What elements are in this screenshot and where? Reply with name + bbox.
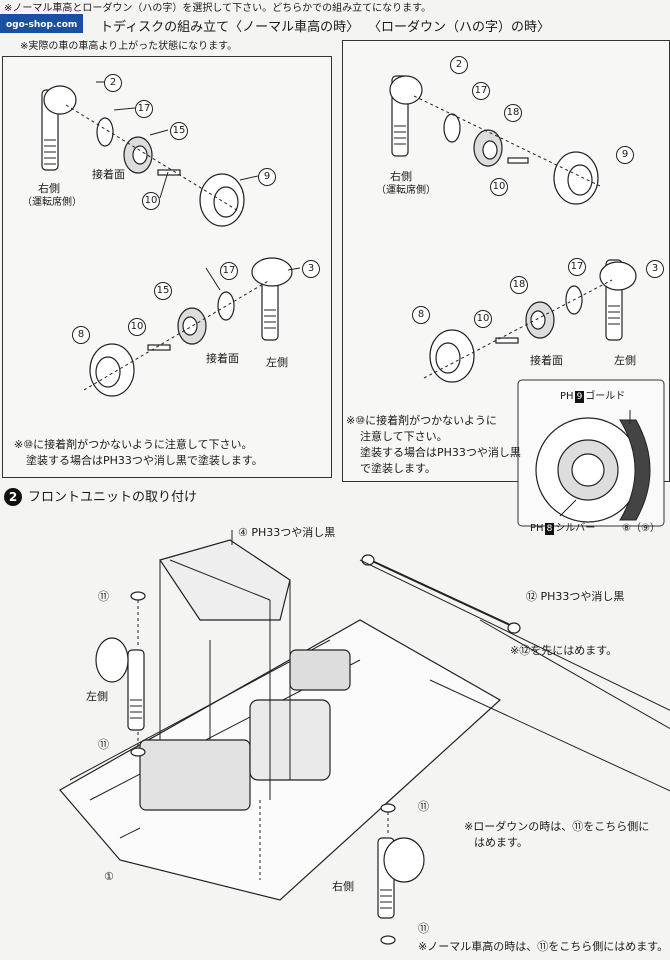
lowdown-note-2: はめます。 xyxy=(474,836,528,849)
left-note-line1: ※⑩に接着剤がつかないように注意して下さい。 xyxy=(14,438,253,451)
right-note-line4: で塗装します。 xyxy=(360,462,436,475)
r-right-side-label: 右側 xyxy=(390,170,412,183)
part-9-label: 9 xyxy=(258,168,276,186)
color-reference-box xyxy=(517,379,665,527)
adhesive-face-label: 接着面 xyxy=(92,168,125,181)
step2-left-label: 左側 xyxy=(86,690,108,703)
normal-height-note: ※ノーマル車高の時は、⑪をこちら側にはめます。 xyxy=(418,940,669,953)
right-top-assembly xyxy=(389,75,601,205)
right-note-line2: 注意して下さい。 xyxy=(360,430,448,443)
r-adhesive-face-label: 接着面 xyxy=(530,354,563,367)
part-3-label: 3 xyxy=(302,260,320,278)
part11-mid-label: ⑪ xyxy=(98,738,109,751)
right-side-label: 右側 xyxy=(38,182,60,195)
part12-paint-label: ⑫ PH33つや消し黒 xyxy=(526,590,625,603)
step2-right-label: 右側 xyxy=(332,880,354,893)
r-part-9-label: 9 xyxy=(616,146,634,164)
step2-title: フロントユニットの取り付け xyxy=(28,490,198,505)
r-part-18-label: 18 xyxy=(504,104,522,122)
section1-right-title: 〈ローダウン（ハの字）の時〉 xyxy=(368,20,551,35)
part-17b-label: 17 xyxy=(220,262,238,280)
right-bottom-assembly xyxy=(423,259,637,383)
step2-heading: 2 フロントユニットの取り付け xyxy=(4,486,197,506)
part4-paint-label: ④ PH33つや消し黒 xyxy=(238,526,336,539)
step2-number: 2 xyxy=(4,487,22,506)
top-note: ※ノーマル車高とローダウン（ハの字）を選択して下さい。どちらかでの組み立てになり… xyxy=(4,3,432,14)
r-part-18b-label: 18 xyxy=(510,276,528,294)
r-part-10b-label: 10 xyxy=(474,310,492,328)
part11-top-label: ⑪ xyxy=(98,590,109,603)
right-side-sublabel: （運転席側） xyxy=(22,197,82,208)
r-part-3-label: 3 xyxy=(646,260,664,278)
lowdown-note-1: ※ローダウンの時は、⑪をこちら側に xyxy=(464,820,650,833)
r-part-10-label: 10 xyxy=(490,178,508,196)
part-10b-label: 10 xyxy=(128,318,146,336)
part1-label: ① xyxy=(104,870,114,883)
r-part-17-label: 17 xyxy=(472,82,490,100)
part11-right-top-label: ⑪ xyxy=(418,800,429,813)
r-left-side-label: 左側 xyxy=(614,354,636,367)
part-2-label: 2 xyxy=(104,74,122,92)
adhesive-face-label-2: 接着面 xyxy=(206,352,239,365)
r-part-17b-label: 17 xyxy=(568,258,586,276)
part-10-label: 10 xyxy=(142,192,160,210)
left-top-assembly xyxy=(41,81,259,227)
site-logo: ogo-shop.com xyxy=(0,14,84,33)
part-17-label: 17 xyxy=(135,100,153,118)
left-bottom-assembly xyxy=(83,257,301,397)
left-side-label: 左側 xyxy=(266,356,288,369)
r-part-2-label: 2 xyxy=(450,56,468,74)
section1-subnote: ※実際の車の車高より上がった状態になります。 xyxy=(20,41,238,52)
color-part-ref: ⑧（⑨） xyxy=(622,523,660,534)
right-note-line1: ※⑩に接着剤がつかないように xyxy=(346,414,497,427)
r-part-8-label: 8 xyxy=(412,306,430,324)
part-8-label: 8 xyxy=(72,326,90,344)
left-note-line2: 塗装する場合はPH33つや消し黒で塗装します。 xyxy=(26,454,263,467)
part-15b-label: 15 xyxy=(154,282,172,300)
part-15-label: 15 xyxy=(170,122,188,140)
r-right-side-sublabel: （運転席側） xyxy=(376,185,436,196)
front-unit-drawing xyxy=(59,530,670,945)
part11-right-bottom-label: ⑪ xyxy=(418,922,429,935)
section1-title: トディスクの組み立て〈ノーマル車高の時〉 xyxy=(100,20,360,35)
right-note-line3: 塗装する場合はPH33つや消し黒 xyxy=(360,446,521,459)
part12-first-note: ※⑫を先にはめます。 xyxy=(510,644,618,657)
